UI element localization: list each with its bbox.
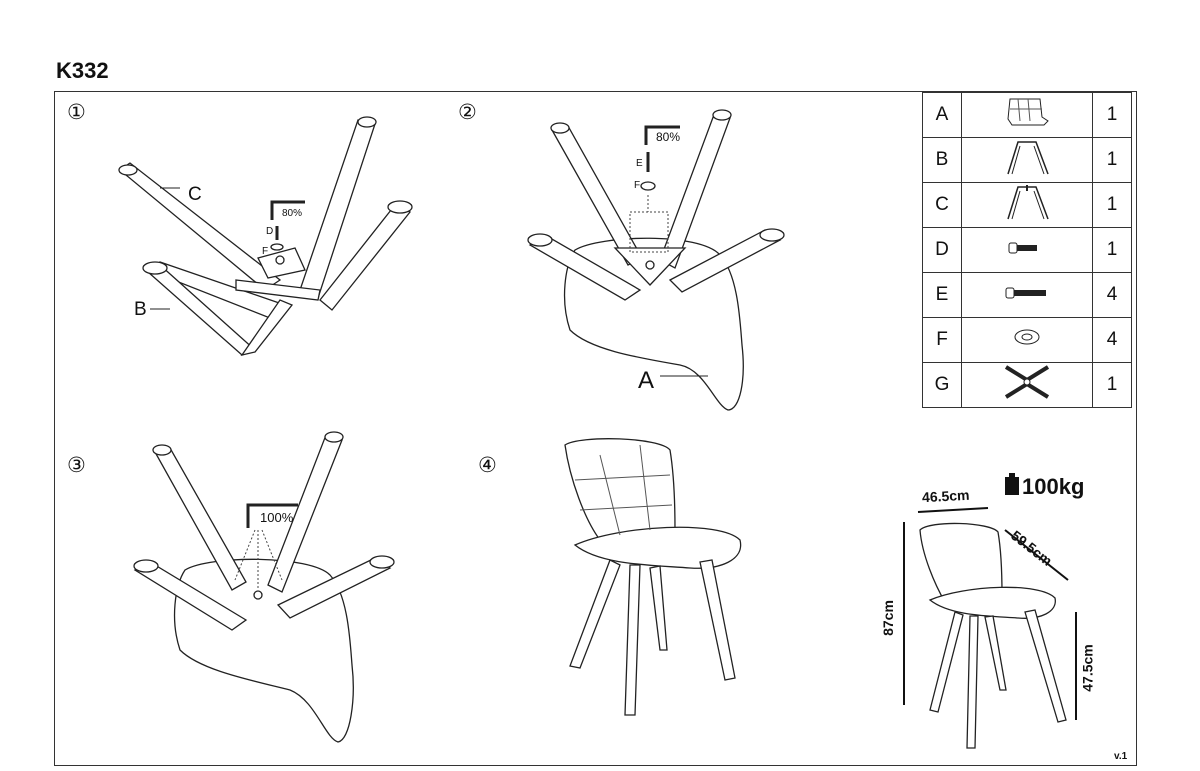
step3-torque: 100%	[260, 510, 294, 525]
part-qty: 1	[1092, 227, 1132, 273]
short-bolt-icon	[961, 227, 1093, 273]
part-letter: E	[922, 272, 962, 318]
step-3-number: ③	[67, 454, 86, 477]
part-qty: 4	[1092, 317, 1132, 363]
leg-frame-c-icon	[961, 182, 1093, 228]
instruction-frame	[54, 91, 1137, 766]
max-load-value: 100kg	[1022, 474, 1085, 499]
step2-label-e: E	[636, 158, 643, 169]
long-bolt-icon	[961, 272, 1093, 318]
step4-drawing	[564, 438, 742, 716]
step1-drawing	[118, 116, 413, 357]
part-letter: B	[922, 137, 962, 183]
step1-label-f: F	[262, 246, 269, 257]
dimension-drawing	[903, 507, 1077, 749]
step-1-number: ①	[67, 101, 86, 124]
leg-frame-b-icon	[961, 137, 1093, 183]
step1-label-c: C	[188, 184, 202, 205]
height-dimension: 87cm	[879, 600, 896, 636]
step1-label-b: B	[134, 299, 147, 320]
seat-icon	[961, 92, 1093, 138]
part-letter: D	[922, 227, 962, 273]
part-letter: G	[922, 362, 962, 408]
parts-list: A 1 B 1 C 1 D 1 E 4 F 4 G 1	[922, 92, 1132, 408]
parts-row: E 4	[922, 272, 1132, 318]
step2-drawing	[527, 109, 785, 411]
part-qty: 1	[1092, 182, 1132, 228]
step2-torque: 80%	[656, 130, 681, 144]
version-label: v.1	[1114, 751, 1128, 762]
part-qty: 1	[1092, 362, 1132, 408]
width-dimension: 46.5cm	[921, 486, 970, 506]
parts-row: B 1	[922, 137, 1132, 183]
step2-label-f: F	[634, 180, 641, 191]
parts-row: D 1	[922, 227, 1132, 273]
part-letter: F	[922, 317, 962, 363]
part-qty: 1	[1092, 92, 1132, 138]
parts-row: F 4	[922, 317, 1132, 363]
max-load: 100kg	[1004, 473, 1084, 501]
part-letter: C	[922, 182, 962, 228]
step1-torque: 80%	[282, 208, 303, 219]
step1-label-d: D	[266, 226, 274, 237]
weight-icon	[1004, 473, 1020, 501]
parts-row: C 1	[922, 182, 1132, 228]
part-qty: 4	[1092, 272, 1132, 318]
seat-height-dimension: 47.5cm	[1079, 644, 1096, 692]
parts-row: G 1	[922, 362, 1132, 408]
product-code: K332	[56, 58, 109, 83]
cross-bracket-icon	[961, 362, 1093, 408]
step-2-number: ②	[458, 101, 477, 124]
parts-row: A 1	[922, 92, 1132, 138]
step-4-number: ④	[478, 454, 497, 477]
part-qty: 1	[1092, 137, 1132, 183]
part-letter: A	[922, 92, 962, 138]
washer-icon	[961, 317, 1093, 363]
step2-label-a: A	[638, 367, 655, 394]
step3-drawing	[133, 431, 395, 743]
